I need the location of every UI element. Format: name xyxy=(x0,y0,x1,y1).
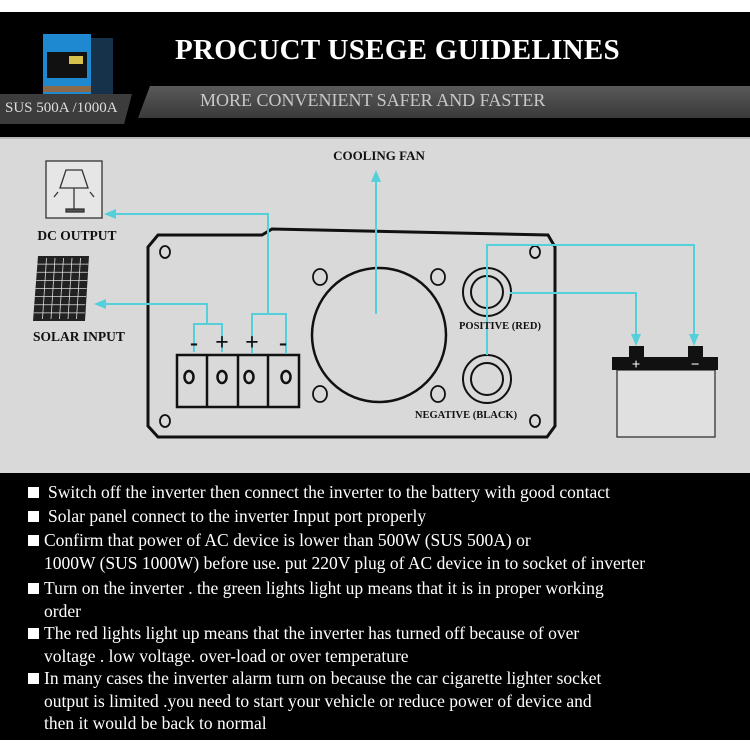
dc-output-label: DC OUTPUT xyxy=(37,228,116,243)
battery-plus: + xyxy=(632,357,641,373)
solar-panel-icon xyxy=(33,256,89,321)
note-line: Turn on the inverter . the green lights … xyxy=(44,578,604,598)
note-line: The red lights light up means that the i… xyxy=(44,623,580,643)
subtitle: MORE CONVENIENT SAFER AND FASTER xyxy=(200,90,546,110)
note-item: Switch off the inverter then connect the… xyxy=(0,481,610,504)
note-line: voltage . low voltage. over-load or over… xyxy=(44,645,409,666)
arrowheads xyxy=(94,170,699,346)
battery-minus: − xyxy=(691,357,700,373)
bullet-square-icon xyxy=(28,628,39,639)
cooling-fan xyxy=(310,266,448,404)
inverter-product-image xyxy=(39,34,113,106)
wiring-diagram: + − COOLING FAN DC OUTPUT SOLAR INPUT PO… xyxy=(0,137,750,475)
note-item: The red lights light up means that the i… xyxy=(0,622,579,667)
negative-socket xyxy=(462,354,512,404)
positive-label: POSITIVE (RED) xyxy=(459,321,541,332)
terminal-block xyxy=(175,353,301,409)
subtitle-bar xyxy=(138,86,750,118)
note-item: Confirm that power of AC device is lower… xyxy=(0,529,645,574)
model-label: SUS 500A /1000A xyxy=(5,100,118,116)
note-line: 1000W (SUS 1000W) before use. put 220V p… xyxy=(44,552,646,573)
battery-icon xyxy=(612,346,718,438)
cooling-fan-label: COOLING FAN xyxy=(333,148,425,163)
usage-notes: Switch off the inverter then connect the… xyxy=(0,473,750,740)
solar-input-label: SOLAR INPUT xyxy=(33,329,125,344)
bullet-square-icon xyxy=(28,673,39,684)
note-line: In many cases the inverter alarm turn on… xyxy=(44,668,602,688)
note-line: then it would be back to normal xyxy=(44,713,267,733)
note-line: order xyxy=(44,600,81,621)
note-item: Solar panel connect to the inverter Inpu… xyxy=(0,505,426,528)
terminal-sign: + xyxy=(215,330,229,356)
note-line: Solar panel connect to the inverter Inpu… xyxy=(48,506,427,526)
bullet-square-icon xyxy=(28,583,39,594)
negative-label: NEGATIVE (BLACK) xyxy=(415,410,518,421)
note-line: Confirm that power of AC device is lower… xyxy=(44,530,531,550)
mounting-holes xyxy=(159,245,541,428)
bullet-square-icon xyxy=(28,487,39,498)
wires xyxy=(102,180,695,355)
lamp-icon xyxy=(45,160,103,219)
note-item: Turn on the inverter . the green lights … xyxy=(0,577,604,622)
bullet-square-icon xyxy=(28,535,39,546)
terminal-sign: + xyxy=(245,330,259,356)
model-badge xyxy=(0,94,132,124)
terminal-sign: - xyxy=(190,330,198,356)
note-line: output is limited .you need to start you… xyxy=(44,690,592,711)
note-item: In many cases the inverter alarm turn on… xyxy=(0,667,601,735)
page-title: PROCUCT USEGE GUIDELINES xyxy=(175,34,620,66)
bullet-square-icon xyxy=(28,511,39,522)
header-banner: PROCUCT USEGE GUIDELINES MORE CONVENIENT… xyxy=(0,12,750,137)
terminal-sign: - xyxy=(279,330,287,356)
note-line: Switch off the inverter then connect the… xyxy=(48,482,610,502)
